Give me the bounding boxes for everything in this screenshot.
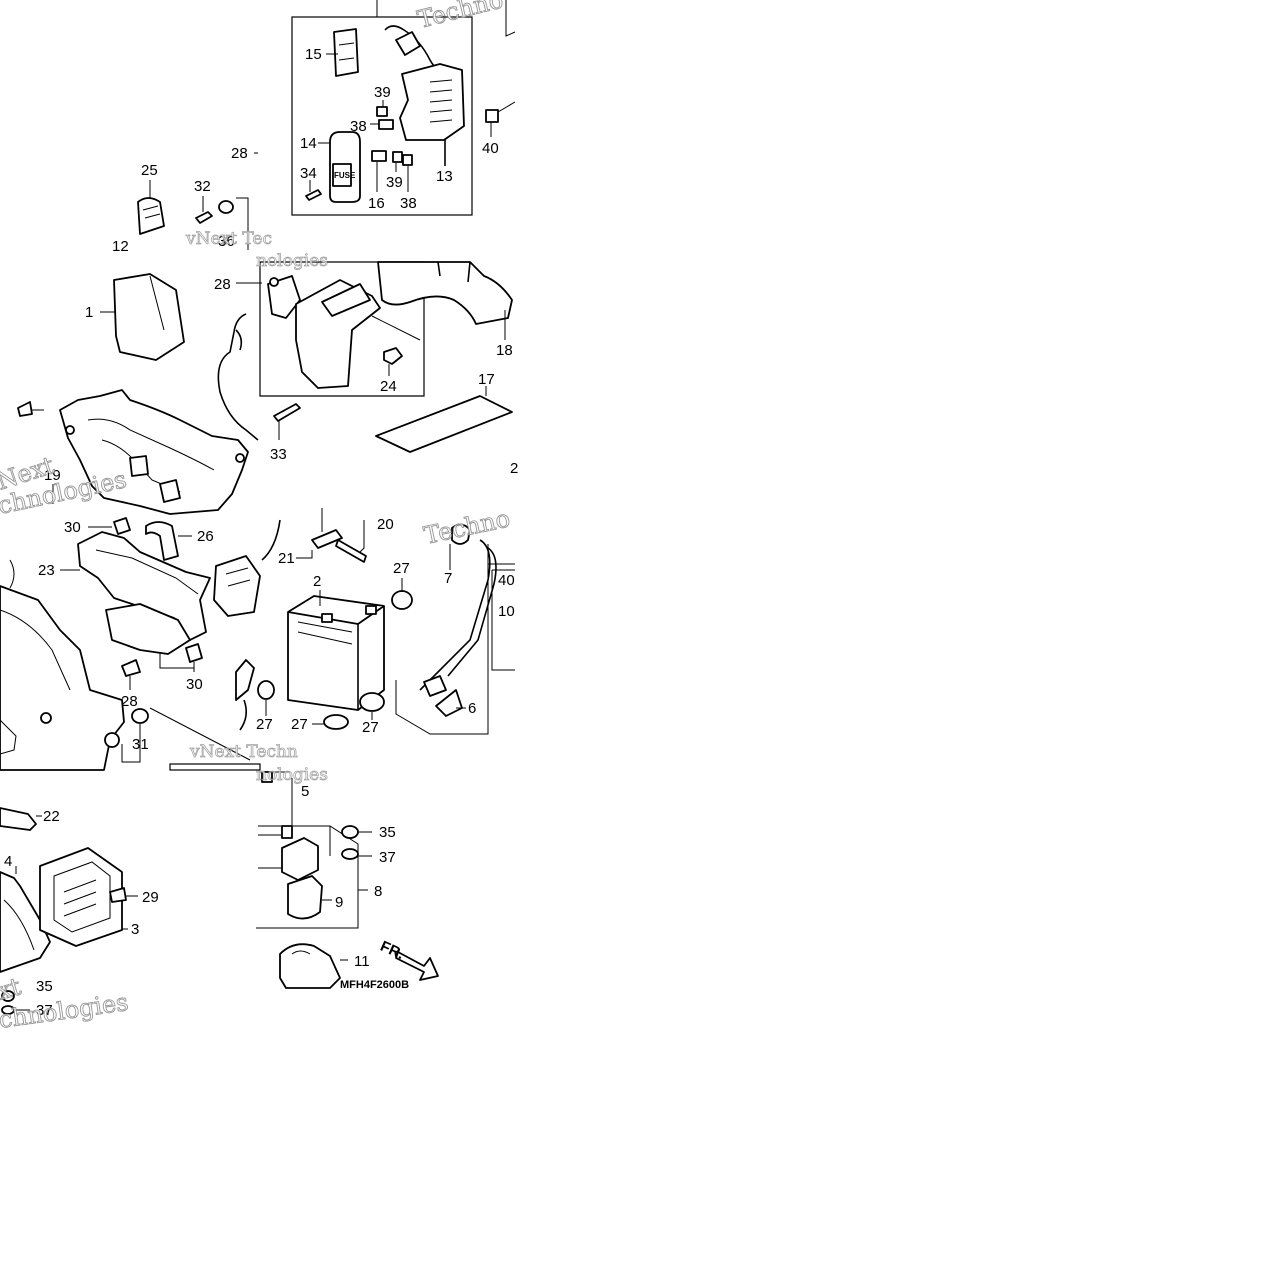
- callout-27: 27: [393, 560, 410, 577]
- drawing-code: MFH4F2600B: [340, 979, 409, 991]
- callout-8: 8: [374, 883, 382, 900]
- watermark: nologies: [256, 251, 328, 271]
- callout-27: 27: [256, 716, 273, 733]
- callout-4: 4: [4, 853, 12, 870]
- callout-21: 21: [278, 550, 295, 567]
- callout-24: 24: [380, 378, 397, 395]
- watermark: nologies: [256, 765, 328, 785]
- callout-19: 19: [44, 467, 61, 484]
- callout-13: 13: [436, 168, 453, 185]
- battery-assembly: [0, 508, 515, 771]
- watermark: Techno: [415, 0, 506, 34]
- callout-11: 11: [354, 953, 370, 970]
- callout-40: 40: [482, 140, 499, 157]
- callout-35: 35: [379, 824, 396, 841]
- callout-numbers: 15 39 38 14 34 16 39 38 13 40 28 25 32 3…: [4, 46, 518, 1019]
- callout-28: 28: [121, 693, 138, 710]
- callout-39: 39: [374, 84, 391, 101]
- callout-39: 39: [386, 174, 403, 191]
- callout-37: 37: [36, 1002, 53, 1019]
- callout-2: 2: [510, 460, 518, 477]
- callout-33: 33: [270, 446, 287, 463]
- callout-29: 29: [142, 889, 159, 906]
- callout-28: 28: [231, 145, 248, 162]
- callout-1: 1: [85, 304, 93, 321]
- callout-16: 16: [368, 195, 385, 212]
- callout-30: 30: [64, 519, 81, 536]
- callout-40: 40: [498, 572, 515, 589]
- callout-32: 32: [194, 178, 211, 195]
- callout-9: 9: [335, 894, 343, 911]
- callout-18: 18: [496, 342, 513, 359]
- callout-37: 37: [379, 849, 396, 866]
- callout-31: 31: [132, 736, 149, 753]
- callout-38: 38: [400, 195, 417, 212]
- callout-22: 22: [43, 808, 60, 825]
- callout-25: 25: [141, 162, 158, 179]
- callout-23: 23: [38, 562, 55, 579]
- callout-28: 28: [214, 276, 231, 293]
- callout-7: 7: [444, 570, 452, 587]
- upper-covers-assembly: [17, 180, 513, 515]
- callout-14: 14: [300, 135, 317, 152]
- watermark: vNext Tec: [185, 229, 272, 249]
- callout-12: 12: [112, 238, 129, 255]
- callout-3: 3: [131, 921, 139, 938]
- callout-20: 20: [377, 516, 394, 533]
- callout-34: 34: [300, 165, 317, 182]
- callout-38: 38: [350, 118, 367, 135]
- watermark: xt: [0, 972, 24, 1005]
- callout-30: 30: [186, 676, 203, 693]
- callout-15: 15: [305, 46, 322, 63]
- callout-27: 27: [291, 716, 308, 733]
- callout-10: 10: [498, 603, 515, 620]
- callout-27: 27: [362, 719, 379, 736]
- callout-26: 26: [197, 528, 214, 545]
- fuse-box-assembly: FUSE: [254, 0, 516, 216]
- callout-5: 5: [301, 783, 309, 800]
- watermark: vNext Techn: [189, 742, 298, 762]
- callout-2: 2: [313, 573, 321, 590]
- fuse-label: FUSE: [334, 171, 356, 180]
- watermark: Techno: [421, 504, 512, 550]
- callout-17: 17: [478, 371, 495, 388]
- callout-36: 36: [218, 233, 235, 250]
- callout-35: 35: [36, 978, 53, 995]
- callout-6: 6: [468, 700, 476, 717]
